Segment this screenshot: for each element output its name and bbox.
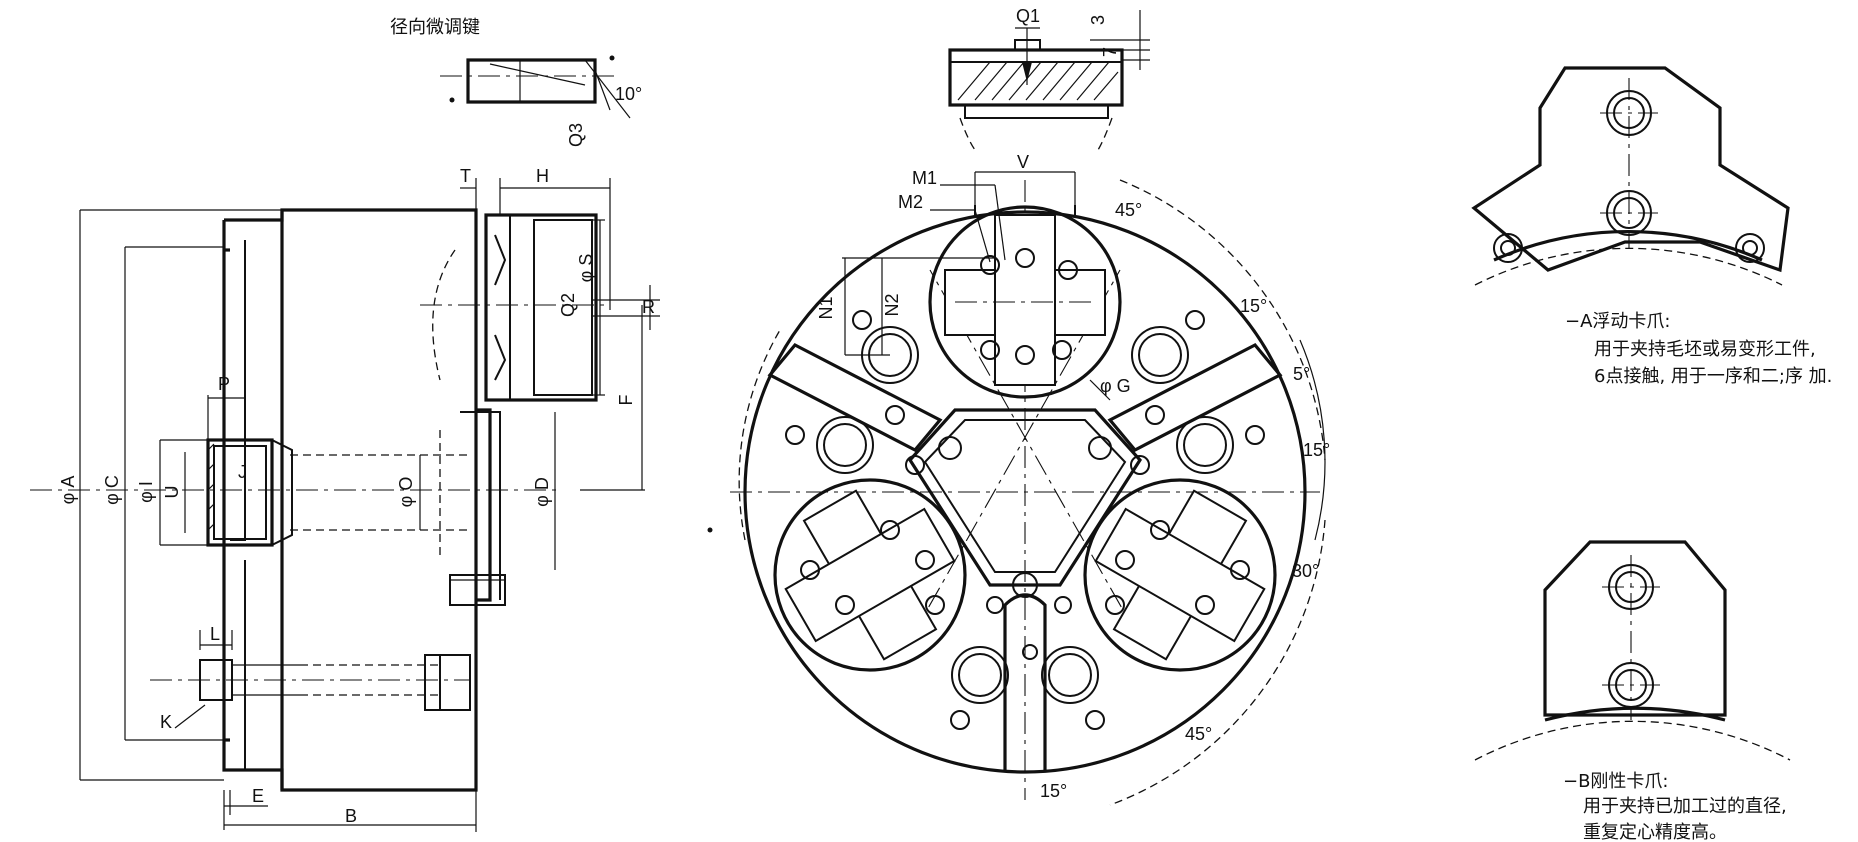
dim-label-H: H [536, 166, 549, 186]
jaw-b-rigid: −B刚性卡爪: 用于夹持已加工过的直径, 重复定心精度高。 [1474, 540, 1791, 842]
top-detail: Q1 3 7 [948, 6, 1150, 151]
dim-label-E: E [252, 786, 264, 806]
dim-label-O: φ O [396, 477, 416, 508]
jaw-b-line2: 重复定心精度高。 [1583, 822, 1727, 842]
front-view: M1 M2 V N1 N2 φ G 45° 15° 5° 15° 30° 45°… [707, 152, 1330, 806]
dim-label-B: B [345, 806, 357, 826]
key-q3-label: Q3 [566, 123, 586, 147]
jaw-a-floating: −A浮动卡爪: 用于夹持毛坯或易变形工件, 6点接触, 用于一序和二;序 加. [1471, 66, 1832, 387]
key-detail-title: 径向微调键 [390, 17, 480, 38]
front-label-M2: M2 [898, 192, 923, 212]
dim-label-J: J [238, 462, 247, 482]
dim-label-T: T [460, 166, 471, 186]
front-label-V: V [1017, 152, 1029, 172]
dim-label-D: φ D [532, 477, 552, 507]
front-label-G: φ G [1100, 376, 1131, 396]
angle-30: 30° [1292, 561, 1319, 581]
dim-label-R: R [642, 297, 655, 317]
dim-label-S: φ S [576, 254, 596, 283]
dim-label-Q2: Q2 [558, 293, 578, 317]
jaw-a-line1: 用于夹持毛坯或易变形工件, [1594, 339, 1816, 360]
jaw-a-title: −A浮动卡爪: [1565, 311, 1670, 332]
jaw-b-line1: 用于夹持已加工过的直径, [1583, 796, 1787, 817]
dim-label-K: K [160, 712, 172, 732]
front-label-N2: N2 [882, 293, 902, 316]
dim-label-P: P [218, 374, 230, 394]
dim-label-F: F [616, 395, 636, 406]
key-detail: 径向微调键 10° Q3 [390, 17, 642, 147]
angle-45-top: 45° [1115, 200, 1142, 220]
dim-label-U: U [162, 486, 182, 499]
dim-label-A: φ A [58, 476, 78, 505]
angle-15-bottom: 15° [1040, 781, 1067, 801]
front-label-M1: M1 [912, 168, 937, 188]
angle-5: 5° [1293, 364, 1310, 384]
side-section-view: φ A φ C φ I U J P φ O φ D T H φ S Q2 R F… [30, 166, 660, 832]
top-dim7-label: 7 [1100, 47, 1120, 57]
dim-label-I: φ I [136, 481, 156, 503]
key-angle-label: 10° [615, 84, 642, 104]
dim-label-C: φ C [102, 475, 122, 505]
top-q1-label: Q1 [1016, 6, 1040, 26]
front-label-N1: N1 [816, 296, 836, 319]
angle-15-mid: 15° [1303, 440, 1330, 460]
dim-label-L: L [210, 624, 220, 644]
top-dim3-label: 3 [1088, 15, 1108, 25]
angle-15-upper: 15° [1240, 296, 1267, 316]
jaw-b-title: −B刚性卡爪: [1563, 771, 1669, 792]
angle-45-bottom: 45° [1185, 724, 1212, 744]
jaw-a-line2: 6点接触, 用于一序和二;序 加. [1594, 366, 1832, 387]
